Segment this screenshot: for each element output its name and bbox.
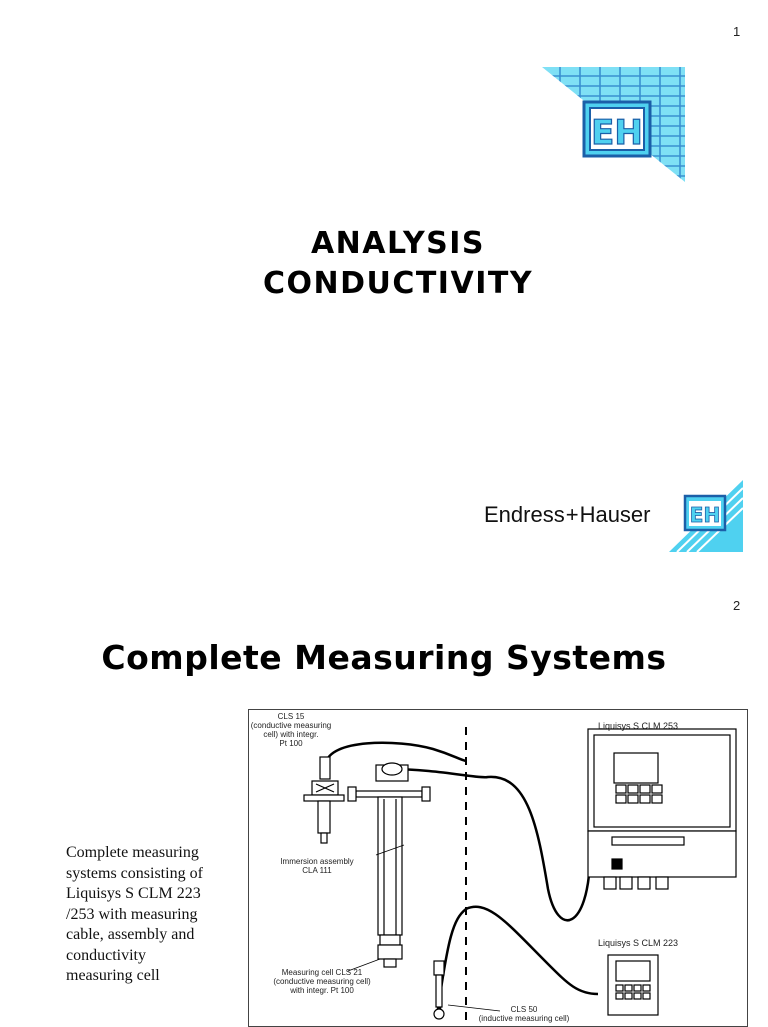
description-line: conductivity bbox=[66, 946, 146, 964]
cable-clm223 bbox=[436, 905, 599, 1010]
cable-cls15 bbox=[324, 741, 467, 765]
description-line: Complete measuring bbox=[66, 844, 199, 861]
slide1-title-line1: ANALYSIS bbox=[310, 226, 486, 261]
clm223-unit bbox=[607, 954, 659, 1016]
description-line: cable, assembly and bbox=[66, 926, 195, 943]
page-number-1: 1 bbox=[733, 24, 741, 39]
description-line: /253 with measuring bbox=[66, 905, 198, 923]
slide2-title: Complete Measuring Systems bbox=[101, 638, 667, 677]
logo-eh-text: EH bbox=[591, 113, 643, 153]
wordmark-hauser: Hauser bbox=[579, 502, 651, 527]
diagram-drawing bbox=[303, 727, 737, 1024]
description-line: measuring cell bbox=[66, 967, 160, 984]
label-cls21: Measuring cell CLS 21 (conductive measur… bbox=[273, 968, 371, 995]
page-number-2: 2 bbox=[733, 598, 741, 613]
wordmark-endress: Endress bbox=[484, 502, 565, 527]
cable-clm253 bbox=[387, 767, 595, 922]
label-cls50: CLS 50 (inductive measuring cell) bbox=[478, 1005, 570, 1023]
description-line: Liquisys S CLM 223 bbox=[66, 885, 201, 902]
wordmark-plus: + bbox=[565, 502, 579, 527]
label-cls15: CLS 15 (conductive measuring cell) with … bbox=[250, 712, 332, 748]
eh-logo-small: EH bbox=[669, 480, 744, 553]
eh-logo-large: EH bbox=[542, 67, 685, 182]
label-clm223: Liquisys S CLM 223 bbox=[598, 938, 679, 948]
logo-small-eh-text: EH bbox=[690, 503, 720, 527]
cls50-sensor bbox=[433, 960, 445, 1020]
description-line: systems consisting of bbox=[66, 864, 203, 882]
clm253-unit bbox=[587, 728, 737, 890]
label-clm253: Liquisys S CLM 253 bbox=[598, 721, 679, 731]
immersion-assembly bbox=[347, 762, 431, 968]
brand-wordmark: Endress+Hauser bbox=[484, 502, 651, 528]
slide1-title-line2: CONDUCTIVITY bbox=[262, 266, 534, 301]
label-immersion-assembly: Immersion assembly CLA 111 bbox=[280, 857, 354, 875]
slide2-description: Complete measuring systems consisting of… bbox=[66, 843, 203, 987]
cls15-sensor bbox=[303, 756, 345, 844]
